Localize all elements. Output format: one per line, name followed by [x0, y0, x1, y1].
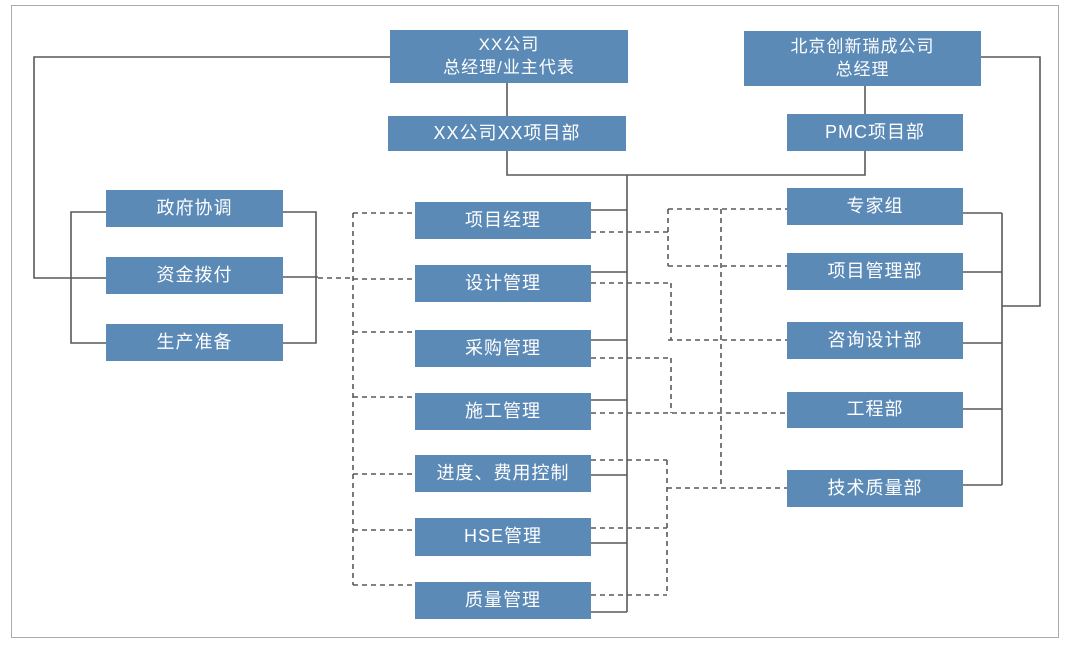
node-label: 咨询设计部	[827, 329, 923, 350]
node-owner-project-dept: XX公司XX项目部	[388, 116, 626, 151]
node-procurement-management: 采购管理	[415, 330, 591, 367]
node-label: 生产准备	[156, 331, 233, 352]
connector-solid-6	[506, 151, 866, 176]
node-label: 施工管理	[465, 400, 541, 421]
node-hse-management: HSE管理	[415, 518, 591, 556]
node-owner-gm: XX公司总经理/业主代表	[390, 30, 628, 83]
node-label: 质量管理	[465, 589, 541, 610]
connector-solid-15	[981, 56, 1041, 307]
node-project-management-dept: 项目管理部	[787, 253, 963, 290]
node-label: 总经理	[835, 59, 890, 79]
connector-solid-1	[70, 211, 106, 344]
connector-solid-0	[33, 56, 390, 279]
node-engineering-dept: 工程部	[787, 392, 963, 428]
node-construction-management: 施工管理	[415, 393, 591, 430]
node-label: XX公司	[478, 35, 540, 55]
node-pmc-project-dept: PMC项目部	[787, 114, 963, 151]
node-design-management: 设计管理	[415, 265, 591, 302]
node-label: 技术质量部	[827, 477, 923, 498]
node-tech-quality-dept: 技术质量部	[787, 470, 963, 507]
node-label: 工程部	[846, 399, 904, 420]
node-label: PMC项目部	[825, 121, 925, 142]
node-label: 项目管理部	[827, 260, 923, 281]
node-label: 项目经理	[465, 209, 541, 230]
node-label: 总经理/业主代表	[443, 57, 575, 77]
node-label: 资金拨付	[156, 264, 233, 285]
node-gov-coordination: 政府协调	[106, 190, 283, 227]
node-label: 进度、费用控制	[436, 462, 570, 483]
node-expert-group: 专家组	[787, 188, 963, 225]
node-label: 北京创新瑞成公司	[790, 37, 935, 57]
node-pmc-gm: 北京创新瑞成公司总经理	[744, 31, 981, 86]
node-project-manager: 项目经理	[415, 202, 591, 239]
node-quality-management: 质量管理	[415, 582, 591, 619]
node-production-preparation: 生产准备	[106, 324, 283, 361]
node-schedule-cost-control: 进度、费用控制	[415, 455, 591, 492]
node-label: 专家组	[846, 195, 904, 216]
node-label: 设计管理	[465, 272, 541, 293]
node-label: XX公司XX项目部	[433, 122, 581, 143]
node-consulting-design-dept: 咨询设计部	[787, 322, 963, 359]
node-fund-allocation: 资金拨付	[106, 257, 283, 294]
node-label: 政府协调	[156, 197, 233, 218]
node-label: 采购管理	[465, 337, 541, 358]
node-label: HSE管理	[463, 526, 542, 547]
